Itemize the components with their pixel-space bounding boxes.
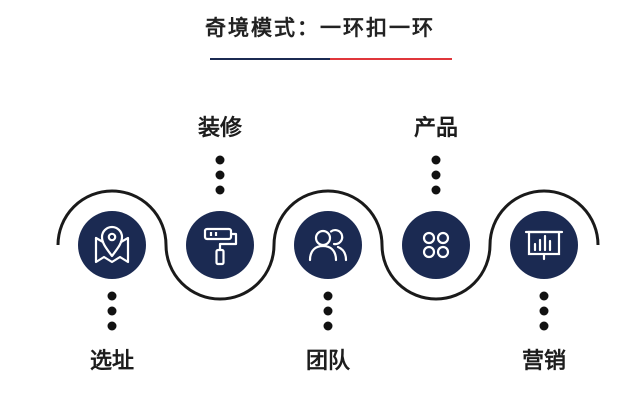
- presentation-chart-icon: [524, 230, 564, 261]
- step-node-1: [78, 211, 146, 279]
- grid-icon: [422, 231, 450, 259]
- title-underline-red: [330, 58, 452, 60]
- dots-connector-5: [539, 291, 549, 331]
- wave-connector: [56, 189, 600, 301]
- dots-connector-1: [107, 291, 117, 331]
- dots-connector-4: [431, 155, 441, 195]
- map-pin-icon: [94, 225, 130, 264]
- step-label-1: 选址: [89, 349, 134, 374]
- step-label-2: 装修: [197, 116, 242, 141]
- title-underline-navy: [210, 58, 330, 60]
- paint-roller-icon: [203, 227, 238, 266]
- step-node-4: [402, 211, 470, 279]
- step-label-4: 产品: [413, 116, 458, 141]
- step-label-3: 团队: [305, 349, 350, 374]
- step-node-3: [294, 211, 362, 279]
- page-title: 奇境模式：一环扣一环: [205, 16, 435, 40]
- dots-connector-2: [215, 155, 225, 195]
- team-icon: [308, 229, 348, 262]
- step-label-5: 营销: [521, 349, 566, 374]
- step-node-5: [510, 211, 578, 279]
- step-node-2: [186, 211, 254, 279]
- dots-connector-3: [323, 291, 333, 331]
